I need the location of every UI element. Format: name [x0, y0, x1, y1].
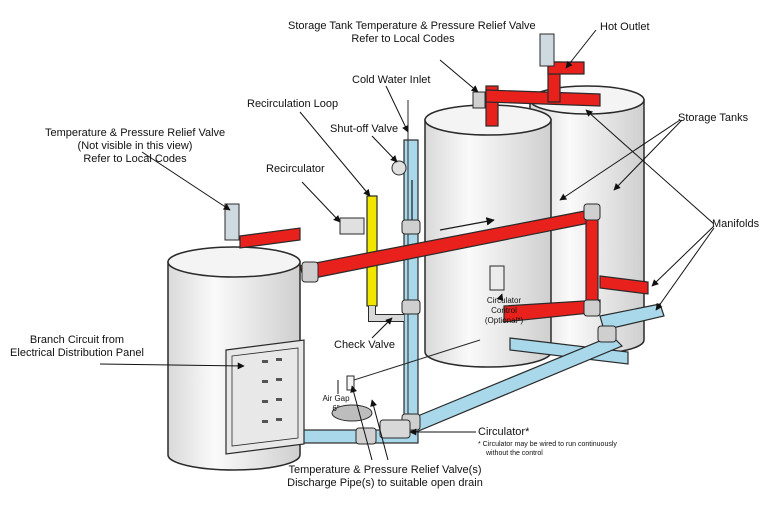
- pipe-fittings: [301, 203, 617, 431]
- label-tp-valve-storage: Storage Tank Temperature & Pressure Reli…: [288, 20, 536, 45]
- label-branch-circuit: Branch Circuit from Electrical Distribut…: [10, 334, 144, 359]
- label-recirculation-loop: Recirculation Loop: [247, 98, 339, 110]
- recirculator-device: [339, 217, 365, 235]
- label-recirculator: Recirculator: [266, 163, 325, 175]
- label-shutoff-valve: Shut-off Valve: [330, 123, 399, 135]
- label-check-valve: Check Valve: [334, 339, 395, 351]
- circulator-pump: [379, 419, 411, 439]
- label-circulator-control: Circulator Control (Optional*): [484, 296, 524, 325]
- label-manifolds: Manifolds: [712, 218, 760, 230]
- floor-drain: [331, 404, 373, 422]
- circulator-control-box: [489, 265, 505, 291]
- hot-outlet-gauge: [539, 33, 555, 67]
- flow-arrow-hot: [439, 217, 495, 231]
- hot-water-piping: [239, 61, 649, 323]
- cold-inlet-pipe: [403, 139, 419, 431]
- label-tp-valve-heater: Temperature & Pressure Relief Valve (Not…: [45, 127, 226, 165]
- label-circulator: Circulator*: [478, 426, 530, 438]
- label-hot-outlet: Hot Outlet: [600, 21, 650, 33]
- tp-relief-valve-storage: [472, 91, 486, 109]
- label-storage-tanks: Storage Tanks: [678, 112, 749, 124]
- discharge-pipe: [353, 339, 481, 381]
- label-cold-water-inlet: Cold Water Inlet: [352, 74, 431, 86]
- shutoff-valve-icon: [391, 160, 407, 176]
- tp-relief-valve-heater: [224, 203, 240, 241]
- electrical-panel: [225, 339, 305, 455]
- label-discharge-pipe: Temperature & Pressure Relief Valve(s) D…: [287, 464, 483, 489]
- label-circulator-note: * Circulator may be wired to run continu…: [478, 441, 617, 457]
- label-air-gap: Air Gap 6": [322, 394, 350, 413]
- callout-leaders: [99, 29, 715, 461]
